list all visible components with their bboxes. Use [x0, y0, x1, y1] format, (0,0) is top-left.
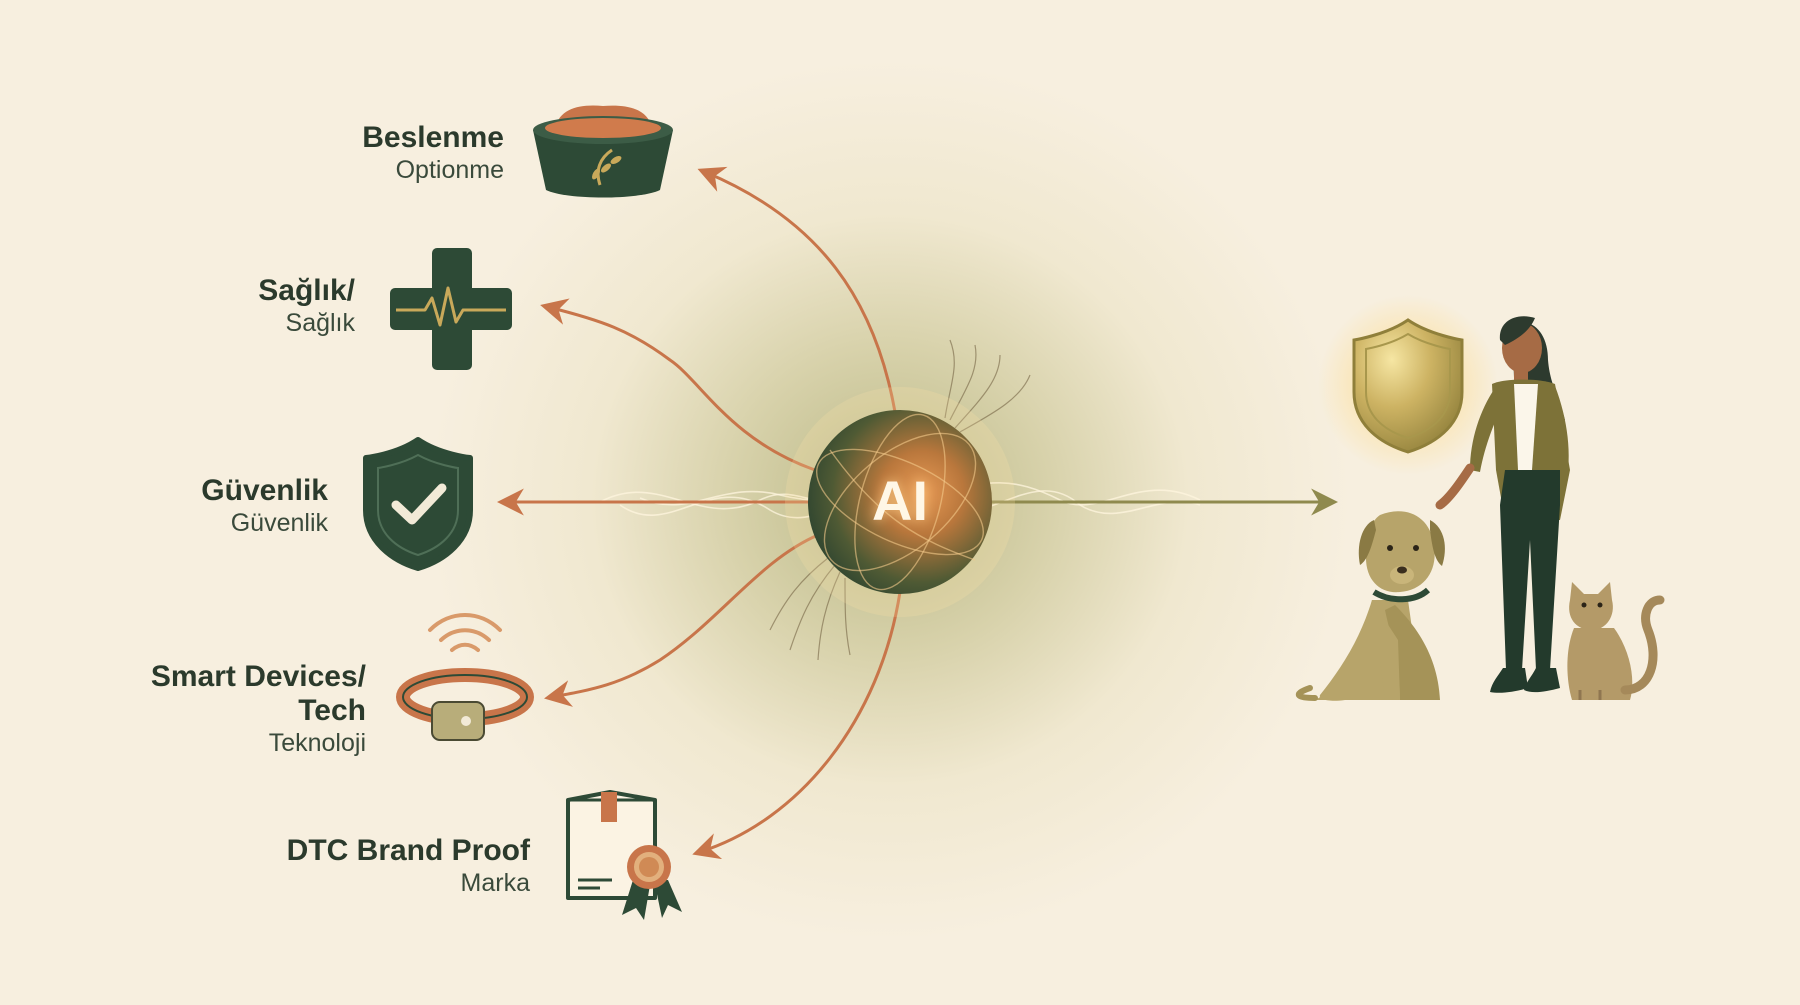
label-guvenlik: Güvenlik Güvenlik: [80, 474, 328, 538]
ai-orb: [785, 387, 1015, 617]
category-subtitle-smart-devices: Teknoloji: [268, 729, 366, 757]
label-smart-devices: Smart Devices/ Tech Teknoloji: [80, 660, 366, 758]
owner-illustration: [1435, 316, 1570, 693]
smart-collar-icon: [396, 613, 534, 741]
protection-shield-icon: [1318, 295, 1498, 475]
dog-illustration: [1295, 511, 1445, 701]
label-saglik: Sağlık/ Sağlık: [100, 274, 355, 338]
arrow-saglik: [540, 298, 816, 472]
category-subtitle-guvenlik: Güvenlik: [230, 509, 328, 537]
category-subtitle-dtc-brand: Marka: [460, 869, 530, 897]
label-dtc-brand: DTC Brand Proof Marka: [220, 834, 530, 898]
shield-check-icon: [363, 437, 473, 571]
category-title-dtc-brand: DTC Brand Proof: [286, 834, 530, 867]
arrow-dtc-brand: [692, 591, 902, 860]
category-subtitle-saglik: Sağlık: [285, 309, 355, 337]
certificate-box-icon: [566, 790, 682, 920]
orb-filaments: [769, 339, 1031, 661]
category-title-guvenlik: Güvenlik: [201, 474, 328, 507]
cat-illustration: [1567, 582, 1665, 700]
category-title-beslenme: Beslenme: [362, 121, 504, 154]
arrow-beslenme: [697, 166, 897, 413]
label-beslenme: Beslenme Optionme: [250, 121, 504, 185]
category-subtitle-beslenme: Optionme: [395, 156, 504, 184]
medical-cross-icon: [390, 248, 512, 370]
category-arrows: [496, 166, 902, 860]
category-title-saglik: Sağlık/: [258, 274, 355, 307]
category-title-smart-devices: Smart Devices/ Tech: [150, 660, 366, 727]
ai-label: AI: [872, 469, 928, 532]
food-bowl-icon: [533, 105, 673, 198]
arrow-smart-devices: [544, 533, 819, 707]
